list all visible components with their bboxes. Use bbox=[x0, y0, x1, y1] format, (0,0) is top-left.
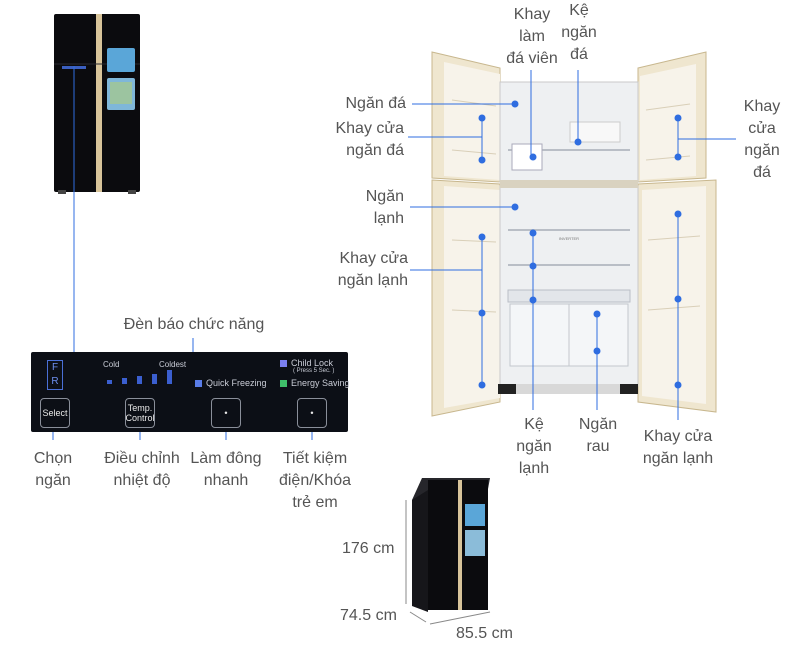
compartment-indicator: F R bbox=[47, 360, 63, 390]
cold-label: Cold bbox=[103, 360, 120, 369]
label-refrigerator: Ngăn lạnh bbox=[365, 188, 404, 227]
label-fridge-door-tray-left: Khay cửa ngăn lạnh bbox=[337, 250, 408, 289]
label-freezer-door-tray-right: Khay cửa ngăn đá bbox=[743, 98, 781, 181]
open-fridge: INVERTER bbox=[431, 51, 717, 417]
energy-saving-indicator: Energy Saving bbox=[280, 378, 350, 388]
dimension-width: 85.5 cm bbox=[456, 625, 513, 642]
label-fridge-door-tray-right: Khay cửa ngăn lạnh bbox=[642, 428, 714, 467]
label-vegetable-drawer: Ngăn rau bbox=[578, 416, 618, 455]
dimension-height: 176 cm bbox=[342, 540, 395, 557]
label-quick-freeze: Làm đông nhanh bbox=[190, 450, 262, 489]
temp-control-button[interactable]: Temp. Control bbox=[125, 398, 155, 428]
label-freezer-door-tray-left: Khay cửa ngăn đá bbox=[335, 120, 404, 159]
child-lock-indicator: Child Lock bbox=[280, 358, 333, 368]
inverter-print: INVERTER bbox=[559, 236, 579, 241]
label-energy-saving-child-lock: Tiết kiệm điện/Khóa trẻ em bbox=[278, 450, 352, 511]
energy-lock-button[interactable]: • bbox=[297, 398, 327, 428]
dimension-depth: 74.5 cm bbox=[340, 607, 397, 624]
quick-freeze-button[interactable]: • bbox=[211, 398, 241, 428]
temperature-level-bars bbox=[107, 370, 172, 384]
callout-dots bbox=[478, 100, 682, 389]
refrigerator-indicator: R bbox=[51, 376, 59, 387]
freezer-indicator: F bbox=[51, 362, 59, 373]
label-ice-tray: Khay làm đá viên bbox=[506, 6, 558, 67]
fridge-thumbnail-top bbox=[54, 14, 140, 194]
label-function-lights: Đèn báo chức năng bbox=[123, 316, 265, 333]
label-freezer: Ngăn đá bbox=[345, 95, 407, 112]
control-panel: F R Cold Coldest Quick Freezing Child Lo… bbox=[31, 352, 350, 432]
label-fridge-shelf: Kệ ngăn lạnh bbox=[516, 416, 552, 477]
label-temperature-adjust: Điều chỉnh nhiệt độ bbox=[104, 450, 180, 489]
quick-freezing-indicator: Quick Freezing bbox=[195, 378, 267, 388]
label-freezer-shelf-top: Kệ ngăn đá bbox=[561, 2, 597, 63]
fridge-dimensions-image bbox=[405, 478, 491, 625]
select-button[interactable]: Select bbox=[40, 398, 70, 428]
press-5-sec-note: ( Press 5 Sec. ) bbox=[293, 368, 335, 374]
label-select-compartment: Chọn ngăn bbox=[33, 450, 73, 489]
coldest-label: Coldest bbox=[159, 360, 187, 369]
